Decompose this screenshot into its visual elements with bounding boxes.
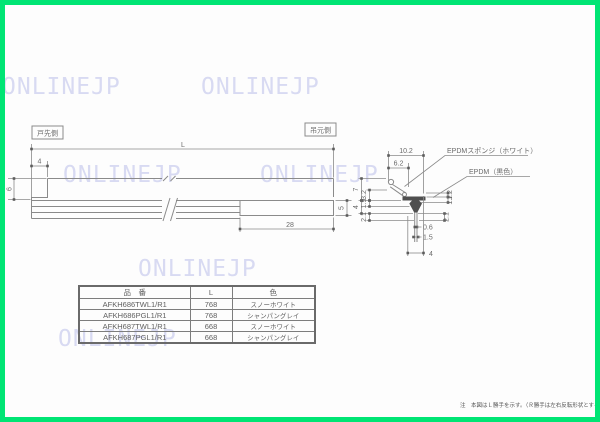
cell-length: 768 [189,309,233,321]
dim-1-2-label: 1.2 [447,190,454,200]
handedness-note: 注 本図はＬ勝手を示す。（Ｒ勝手は左右反転形状とする。） [460,403,600,409]
dim-height-6: 6 [7,177,47,201]
dim-1-7-label: 1.7 [447,195,454,205]
table-row: AFKH686PGL1/R1 768 シャンパングレイ [78,309,316,321]
dim-left-inset-label: 4 [38,159,42,166]
cell-part-number: AFKH686TWL1/R1 [78,298,191,310]
dim-2-1-left-label: 2.1 [361,212,368,222]
sponge-callout: EPDMスポンジ（ホワイト） [404,147,537,187]
dim-length-label: L [181,142,185,149]
rubber-label: EPDM（黒色） [469,167,517,176]
parts-table: 品 番 L 色 AFKH686TWL1/R1 768 スノーホワイト AFKH6… [78,285,316,344]
dim-end-block-length-label: 28 [286,222,294,229]
cell-color: シャンパングレイ [231,309,316,321]
door-leading-side-label: 戸先側 [37,129,58,138]
watermark: ONLINEJP [260,162,379,188]
sponge-label: EPDMスポンジ（ホワイト） [447,147,537,155]
dim-1-9-label: 1.9 [361,199,368,209]
cell-color: スノーホワイト [231,298,316,310]
section-view: EPDMスポンジ（ホワイト） EPDM（黒色） 10.2 6.2 [353,147,537,258]
watermark: ONLINEJP [201,74,320,100]
cell-part-number: AFKH687TWL1/R1 [78,320,191,332]
dim-sponge-width: 6.2 [387,161,410,187]
side-view: 戸先側 吊元側 L 4 [7,122,352,232]
rubber-callout: EPDM（黒色） [432,167,530,198]
dim-0-6-label: 0.6 [423,224,433,231]
cell-length: 668 [189,331,233,344]
dim-sponge-width-label: 6.2 [394,161,404,168]
watermark: ONLINEJP [63,162,182,188]
table-row: AFKH687TWL1/R1 668 スノーホワイト [78,320,316,332]
dim-end-block-length: 28 [238,217,335,232]
left-dim-stack: 7 4 3.2 1.9 2.1 [353,177,414,222]
dim-2-1-right-label: 2.1 [444,212,451,222]
hinge-side-box: 吊元側 [304,122,337,137]
table-row: AFKH687PGL1/R1 668 シャンパングレイ [78,331,316,344]
header-part-number: 品 番 [78,285,191,299]
cell-color: シャンパングレイ [231,331,316,344]
cell-part-number: AFKH687PGL1/R1 [78,331,191,344]
watermark: ONLINEJP [138,256,257,282]
bottom-dim-stack: 0.6 1.5 4 [406,196,433,258]
dim-height-label: 6 [7,187,14,191]
cell-length: 768 [189,298,233,310]
cell-color: スノーホワイト [231,320,316,332]
dim-4-left-label: 4 [353,205,360,209]
dim-base-width-label: 4 [429,251,433,258]
dim-end-block-height-label: 5 [339,206,346,210]
hinge-side-label: 吊元側 [310,126,331,135]
dim-end-block-height: 5 [335,199,352,217]
door-leading-side-box: 戸先側 [31,125,64,140]
dim-3-2-label: 3.2 [361,190,368,200]
header-length: L [189,285,233,299]
table-row: AFKH686TWL1/R1 768 スノーホワイト [78,298,316,310]
dim-length-L: L [30,142,335,198]
dim-top-width-label: 10.2 [399,148,413,155]
sponge-profile [387,178,407,197]
header-color: 色 [231,285,316,299]
table-header-row: 品 番 L 色 [78,285,316,299]
dim-1-5-label: 1.5 [423,234,433,241]
cell-length: 668 [189,320,233,332]
dim-7-label: 7 [353,187,360,191]
part-outline [31,175,334,222]
cell-part-number: AFKH686PGL1/R1 [78,309,191,321]
dim-left-inset: 4 [30,159,49,177]
dim-top-width: 10.2 [387,148,425,194]
watermark: ONLINEJP [2,74,121,100]
